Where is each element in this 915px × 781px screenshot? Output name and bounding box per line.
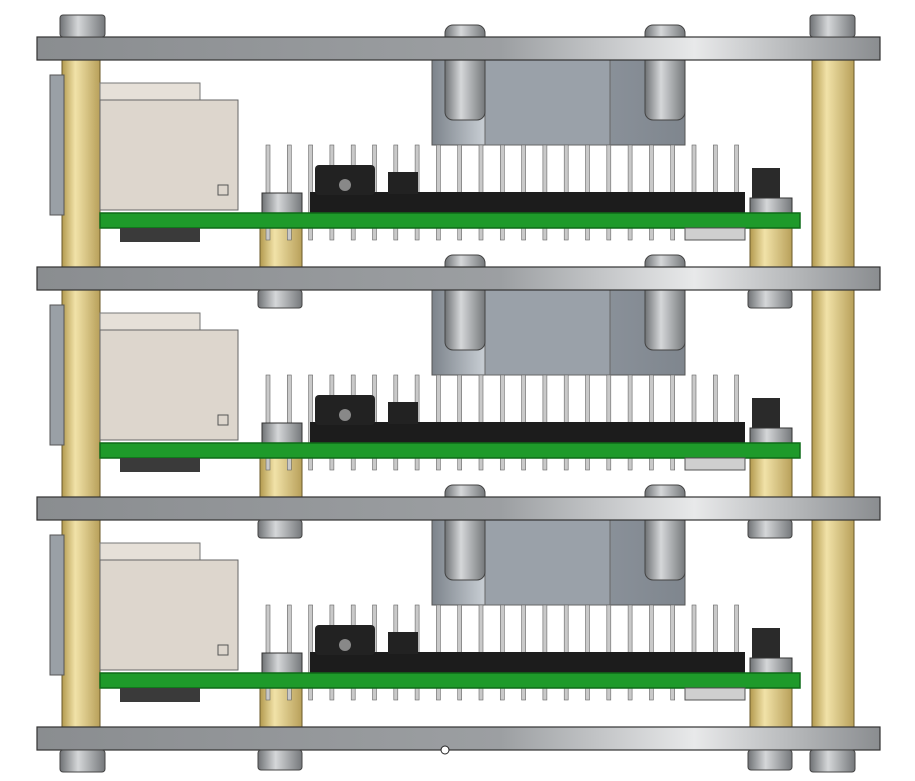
ethernet-port	[99, 559, 239, 671]
plate-nut	[257, 749, 303, 771]
underside-component	[120, 688, 200, 702]
side-port	[49, 304, 65, 446]
connector-small	[388, 402, 418, 424]
pcb-board	[99, 442, 801, 459]
pcb-board	[99, 212, 801, 229]
inner-standoff	[749, 687, 793, 729]
side-port	[49, 534, 65, 676]
underside-component	[684, 687, 746, 701]
pcb-nut	[749, 657, 793, 675]
standoff-right	[811, 57, 855, 729]
fan-body	[484, 519, 611, 606]
port-led	[217, 644, 229, 656]
port-led	[217, 414, 229, 426]
fan-body	[484, 59, 611, 146]
pcb-board	[99, 672, 801, 689]
plate-nut	[257, 289, 303, 309]
standoff-left	[61, 57, 101, 729]
underside-component	[684, 227, 746, 241]
top-nut	[809, 14, 856, 38]
origin-marker	[440, 745, 450, 755]
ethernet-port	[99, 99, 239, 211]
underside-component	[120, 458, 200, 472]
acrylic-plate-1	[36, 36, 881, 61]
gpio-header	[310, 652, 745, 674]
bottom-nut	[809, 749, 856, 773]
fan-body	[484, 289, 611, 376]
plate-nut	[747, 289, 793, 309]
acrylic-plate-4	[36, 726, 881, 751]
acrylic-plate-2	[36, 266, 881, 291]
pcb-nut	[261, 422, 303, 444]
inner-standoff	[259, 227, 303, 269]
ethernet-port	[99, 329, 239, 441]
pi-tier-2	[49, 254, 801, 499]
gpio-header	[310, 422, 745, 444]
inner-standoff	[749, 457, 793, 499]
connector-hole	[339, 179, 351, 191]
connector-small	[388, 172, 418, 194]
port-led	[217, 184, 229, 196]
pi-tier-3	[49, 484, 801, 729]
plate-nut	[747, 519, 793, 539]
connector-hole	[339, 409, 351, 421]
pcb-nut	[749, 427, 793, 445]
pcb-nut	[749, 197, 793, 215]
inner-standoff	[749, 227, 793, 269]
underside-component	[120, 228, 200, 242]
underside-component	[684, 457, 746, 471]
plate-nut	[747, 749, 793, 771]
pcb-nut	[261, 652, 303, 674]
plate-nut	[257, 519, 303, 539]
top-nut	[59, 14, 106, 38]
connector-small	[388, 632, 418, 654]
pcb-nut	[261, 192, 303, 214]
acrylic-plate-3	[36, 496, 881, 521]
bottom-nut	[59, 749, 106, 773]
side-port	[49, 74, 65, 216]
connector-hole	[339, 639, 351, 651]
gpio-header	[310, 192, 745, 214]
pi-tier-1	[49, 24, 801, 269]
